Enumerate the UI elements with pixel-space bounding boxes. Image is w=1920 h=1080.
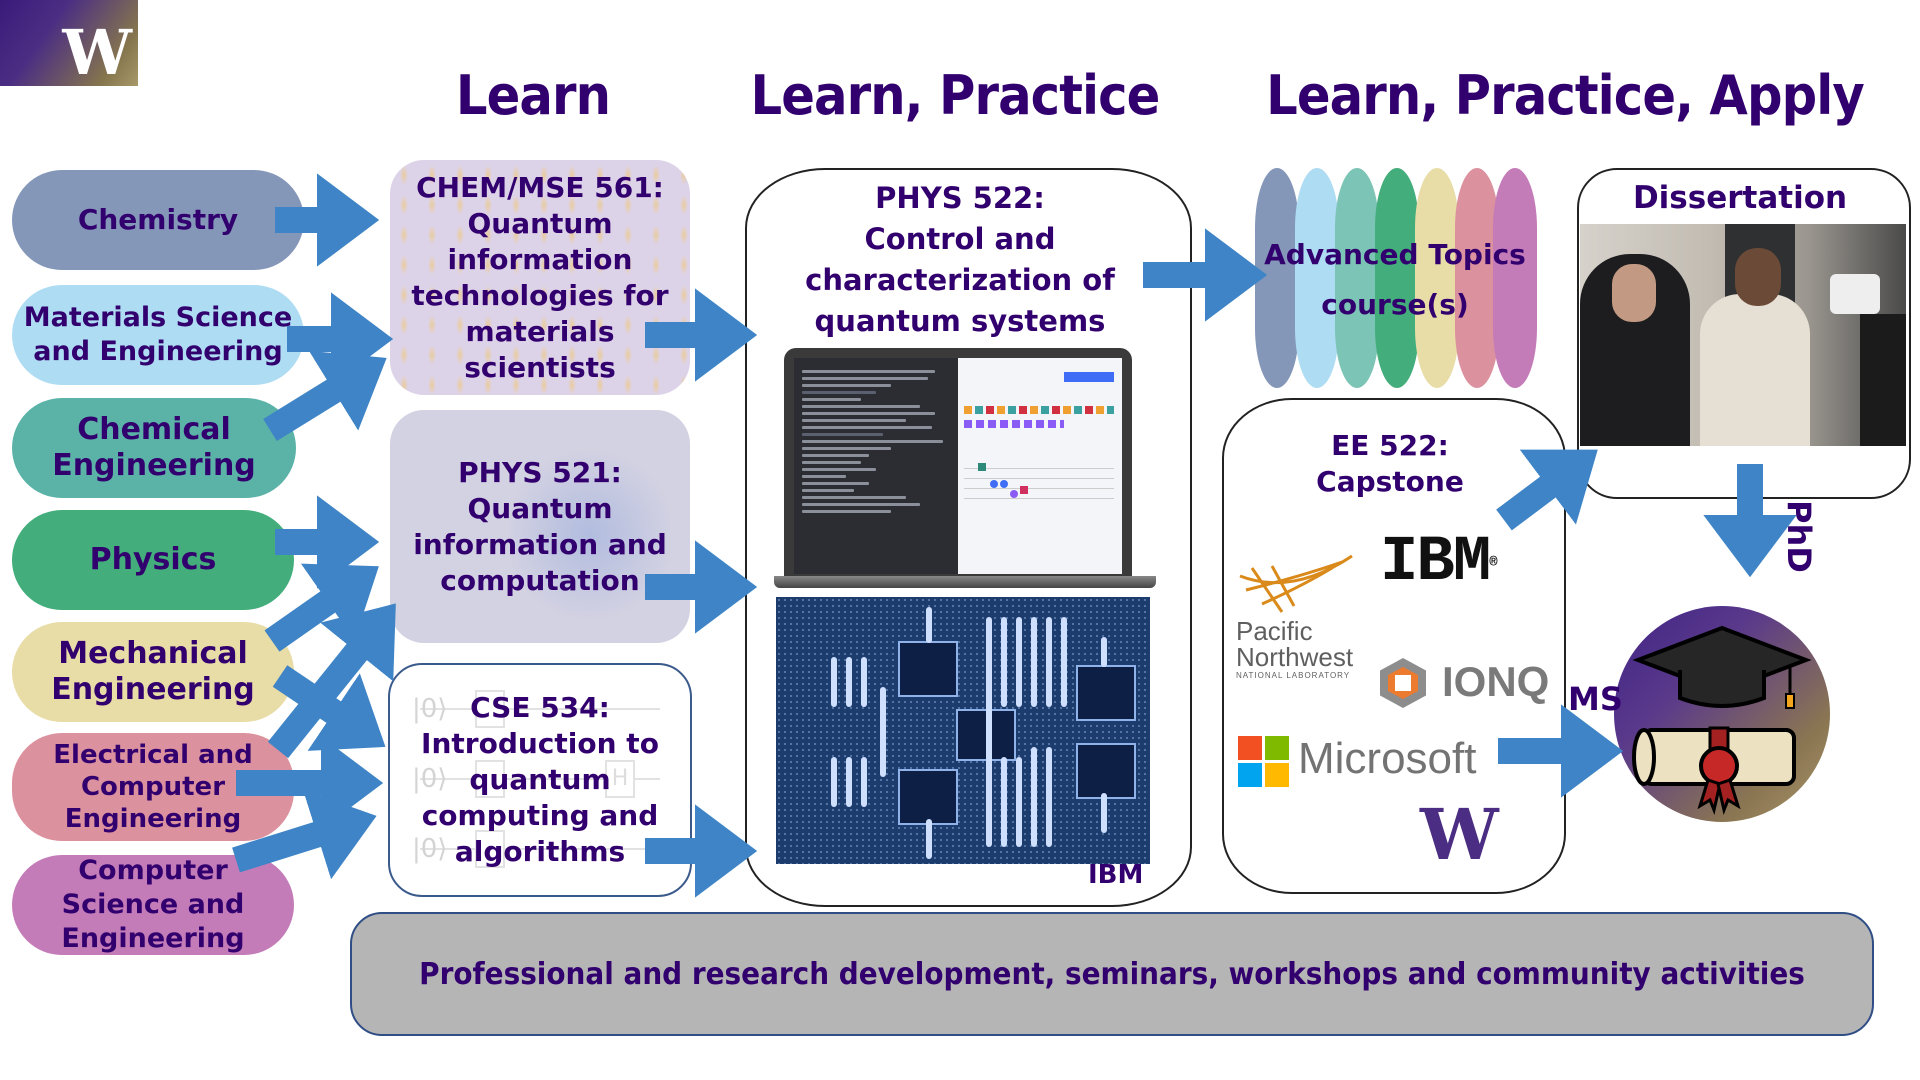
banner-text: Professional and research development, s…: [419, 956, 1805, 992]
ibm-credit: IBM: [1088, 860, 1144, 890]
dissertation-title: Dissertation: [1632, 180, 1848, 216]
circuit-gate: [475, 760, 505, 798]
topic-capsule: [1375, 168, 1419, 388]
topic-capsule: [1335, 168, 1379, 388]
dept-label: Electrical and Computer Engineering: [53, 740, 253, 834]
course-title: CSE 534: Introduction to quantum computi…: [421, 691, 659, 868]
dept-physics[interactable]: Physics: [12, 510, 294, 610]
uw-logo: W: [0, 0, 138, 86]
course-title: CHEM/MSE 561: Quantum information techno…: [411, 170, 669, 384]
circuit-wire: [420, 708, 660, 710]
ket-label: |0⟩: [412, 764, 448, 794]
course-title: PHYS 521: Quantum information and comput…: [413, 455, 667, 597]
pnnl-line1: Pacific: [1236, 616, 1313, 646]
heading-learn-practice-apply: Learn, Practice, Apply: [1266, 64, 1865, 127]
course-chem-mse-561[interactable]: CHEM/MSE 561: Quantum information techno…: [390, 160, 690, 395]
dept-label: Chemical Engineering: [52, 412, 256, 483]
heading-learn: Learn: [455, 64, 611, 127]
phys522-code: PHYS 522:: [875, 181, 1045, 215]
capstone-code: EE 522:: [1331, 429, 1449, 462]
ibm-logo: IBM®: [1380, 527, 1498, 599]
dept-label: Chemistry: [77, 203, 239, 236]
graduation-icon: [1614, 606, 1830, 822]
pnnl-logo-icon: [1239, 554, 1353, 613]
lab-photo: [1580, 224, 1906, 446]
laptop-image: [784, 348, 1132, 580]
ket-label: |0⟩: [412, 834, 448, 864]
pnnl-line2: Northwest: [1236, 642, 1354, 672]
dept-label: Materials Science and Engineering: [23, 302, 293, 367]
dept-mechanical-engineering[interactable]: Mechanical Engineering: [12, 622, 294, 722]
dept-chemical-engineering[interactable]: Chemical Engineering: [12, 398, 296, 498]
capstone-title: Capstone: [1316, 465, 1464, 498]
graduation-cap-diploma-icon: [1632, 625, 1812, 816]
microsoft-logo: Microsoft: [1298, 734, 1477, 783]
ket-label: |0⟩: [412, 694, 448, 724]
course-phys-521[interactable]: PHYS 521: Quantum information and comput…: [390, 410, 690, 643]
pnnl-line3: NATIONAL LABORATORY: [1236, 671, 1351, 680]
phys522-title: Control and characterization of quantum …: [805, 222, 1115, 338]
advanced-topics-label: Advanced Topics course(s): [1255, 230, 1535, 330]
topic-capsule: [1493, 168, 1537, 388]
ibm-registered: ®: [1489, 555, 1498, 571]
dept-materials-science[interactable]: Materials Science and Engineering: [12, 285, 304, 385]
phd-label: PhD: [1780, 500, 1818, 573]
advanced-topics-line2: course(s): [1321, 288, 1469, 321]
ms-label: MS: [1568, 680, 1623, 718]
dept-label: Physics: [89, 542, 217, 577]
circuit-wire: [420, 848, 660, 850]
topic-capsule: [1455, 168, 1499, 388]
pnnl-logo: Pacific Northwest NATIONAL LABORATORY: [1236, 618, 1353, 682]
code-editor-pane: [794, 358, 958, 574]
ionq-logo: IONQ: [1442, 658, 1550, 705]
dept-label: Computer Science and Engineering: [61, 855, 245, 954]
heading-learn-practice: Learn, Practice: [750, 64, 1161, 127]
microsoft-logo-icon: [1238, 736, 1290, 788]
circuit-gate: [475, 690, 505, 728]
dept-label: Mechanical Engineering: [51, 636, 255, 707]
professional-development-banner: Professional and research development, s…: [350, 912, 1874, 1036]
circuit-wire: [420, 778, 660, 780]
circuit-gate: [475, 830, 505, 868]
hadamard-gate: H: [605, 760, 635, 798]
topic-capsule: [1415, 168, 1459, 388]
dept-chemistry[interactable]: Chemistry: [12, 170, 304, 270]
ibm-logo-text: IBM: [1380, 527, 1491, 599]
dept-electrical-computer-engineering[interactable]: Electrical and Computer Engineering: [12, 733, 294, 841]
arrow-mechE-to-521: [264, 563, 379, 652]
topic-capsule: [1295, 168, 1339, 388]
course-cse-534[interactable]: |0⟩ |0⟩ |0⟩ H CSE 534: Introduction to q…: [388, 663, 692, 897]
dept-computer-science[interactable]: Computer Science and Engineering: [12, 855, 294, 955]
quantum-chip-image: [776, 597, 1150, 864]
circuit-composer-pane: [958, 358, 1122, 574]
laptop-base: [774, 576, 1156, 588]
uw-partner-logo: W: [1420, 793, 1499, 876]
advanced-topics-line1: Advanced Topics: [1264, 238, 1526, 271]
advanced-topics[interactable]: Advanced Topics course(s): [1255, 168, 1537, 388]
uw-logo-letter: W: [62, 16, 132, 89]
